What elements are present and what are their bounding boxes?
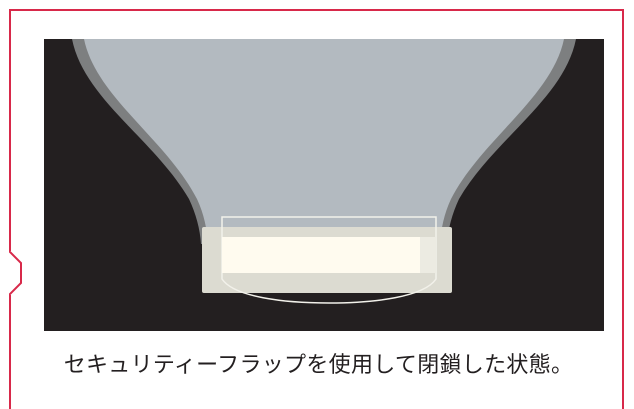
- figure-frame: セキュリティーフラップを使用して閉鎖した状態。: [8, 9, 624, 409]
- frame-notch: [8, 250, 23, 296]
- cover-glass: [84, 39, 564, 244]
- figure-caption: セキュリティーフラップを使用して閉鎖した状態。: [63, 353, 574, 378]
- security-flap-illustration: [44, 39, 604, 331]
- flap-door-outline: [221, 216, 437, 304]
- slot-shadow: [420, 237, 436, 273]
- slot-opening: [222, 237, 420, 273]
